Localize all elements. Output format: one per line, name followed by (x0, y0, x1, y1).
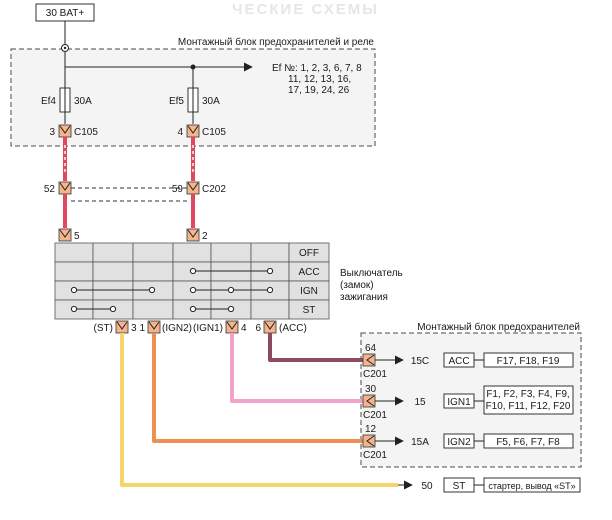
switch-out-pin6-number: 6 (255, 323, 261, 334)
fuse-ef5-rating: 30A (202, 96, 220, 107)
c201-pin12-connector: C201 (363, 450, 387, 461)
switch-contacts (70, 267, 274, 313)
circuit-acc-label: ACC (448, 356, 469, 367)
ignition-switch-label-3: зажигания (340, 292, 388, 303)
position-acc: ACC (298, 267, 319, 278)
switch-out-ign1-label: (IGN1) (193, 323, 223, 334)
ign2-wire (152, 333, 363, 443)
c201-pin30-number: 30 (365, 384, 377, 395)
ef-list-line-2: 11, 12, 13, 16, (288, 74, 351, 85)
fuse-block-title: Монтажный блок предохранителей (417, 321, 580, 333)
c202-connector: C202 (202, 184, 226, 195)
switch-out-pin4-number: 4 (241, 323, 247, 334)
c202-pin52-number: 52 (44, 184, 56, 195)
fuse-ef4-name: Ef4 (41, 96, 56, 107)
c105-pin3-number: 3 (49, 127, 55, 138)
fuses-ign1-box (483, 385, 574, 415)
circuit-st-label: ST (453, 481, 466, 492)
fuses-acc-text: F17, F18, F19 (497, 356, 560, 367)
c201-pin12-number: 12 (365, 424, 377, 435)
position-ign: IGN (300, 286, 318, 297)
ignition-switch-label-1: Выключатель (340, 268, 403, 279)
battery-label: 30 BAT+ (46, 8, 85, 19)
relay-block-title: Монтажный блок предохранителей и реле (178, 36, 375, 48)
position-off: OFF (299, 248, 319, 259)
terminal-15a: 15A (411, 437, 429, 448)
circuit-ign2-label: IGN2 (447, 437, 471, 448)
fuses-ign1-text-2: F10, F11, F12, F20 (486, 401, 571, 412)
acc-wire (268, 333, 363, 362)
ef-list-line-1: Ef №: 1, 2, 3, 6, 7, 8 (272, 63, 362, 74)
c201-pin64-connector: C201 (363, 369, 387, 380)
fuses-ign2-text: F5, F6, F7, F8 (496, 437, 560, 448)
faded-header-text: ЧЕСКИЕ СХЕМЫ (232, 1, 379, 18)
c201-pin64-number: 64 (365, 343, 377, 354)
c201-pin30-connector: C201 (363, 410, 387, 421)
fuse-ef5-name: Ef5 (169, 96, 184, 107)
ef-list-line-3: 17, 19, 24, 26 (288, 85, 350, 96)
switch-out-pin1-number: 1 (139, 323, 145, 334)
switch-out-pin3-number: 3 (131, 323, 137, 334)
position-st: ST (303, 305, 316, 316)
c105-pin3-connector: C105 (74, 127, 98, 138)
switch-pin-5-number: 5 (74, 231, 80, 242)
ignition-switch-label-2: (замок) (340, 280, 374, 291)
switch-out-st-label: (ST) (94, 323, 113, 334)
fuses-acc-box (483, 352, 574, 368)
terminal-15: 15 (414, 397, 426, 408)
switch-out-acc-label: (ACC) (279, 323, 307, 334)
circuit-ign1-label: IGN1 (447, 397, 471, 408)
switch-out-ign2-label: (IGN2) (162, 323, 192, 334)
switch-pin-2-number: 2 (202, 231, 208, 242)
starter-description: стартер, вывод «ST» (488, 481, 575, 491)
c105-pin4-connector: C105 (202, 127, 226, 138)
terminal-15c: 15C (411, 356, 429, 367)
c202-pin59-number: 59 (172, 184, 184, 195)
terminal-50: 50 (421, 481, 433, 492)
starter-description-box (483, 477, 581, 493)
fuses-ign2-box (483, 433, 574, 449)
c105-pin4-number: 4 (177, 127, 183, 138)
ign1-wire (230, 333, 363, 403)
fuse-ef4-rating: 30A (74, 96, 92, 107)
fuses-ign1-text-1: F1, F2, F3, F4, F9, (486, 389, 569, 400)
st-wire (120, 333, 398, 487)
